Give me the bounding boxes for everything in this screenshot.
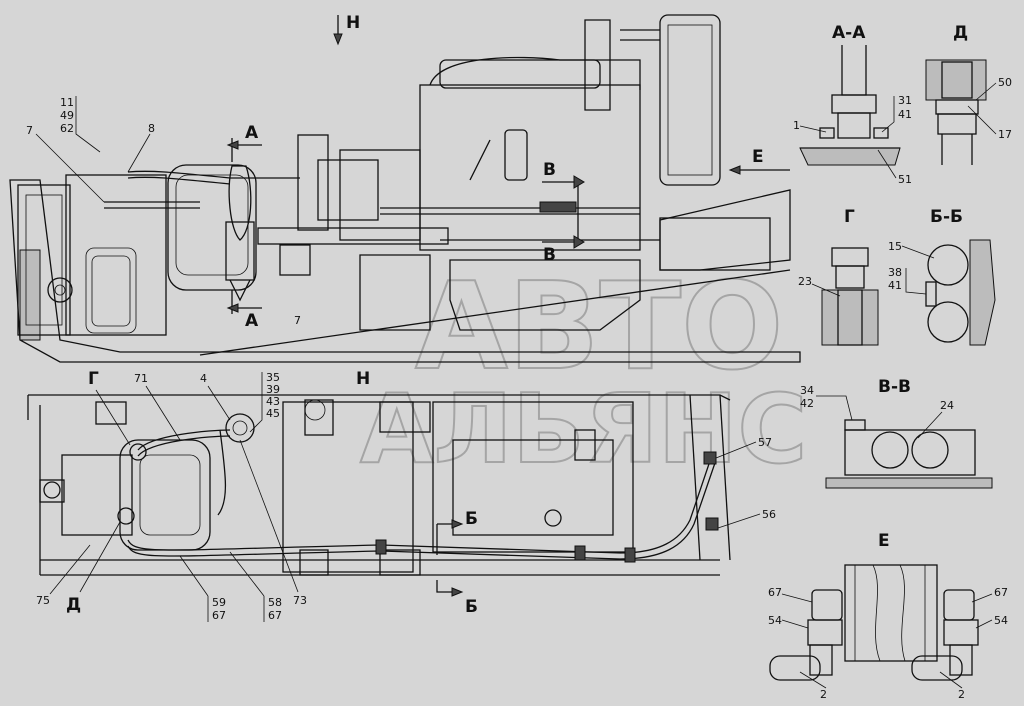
- section-marker-b-down: В: [542, 212, 585, 265]
- view-marker-d: Д: [66, 507, 135, 615]
- callout-e-2-left: 2: [820, 688, 827, 701]
- section-label-b-up: В: [543, 160, 556, 180]
- section-g: Г 23: [798, 207, 879, 346]
- view-arrow-h-bottom: Н: [356, 369, 370, 389]
- section-label-bb-down: Б: [465, 597, 478, 617]
- section-title-aa: А-А: [832, 23, 866, 43]
- callout-58: 58: [268, 596, 282, 609]
- watermark-line1: АВТО: [415, 258, 783, 397]
- callout-56: 56: [762, 508, 776, 521]
- plan-view: [27, 394, 731, 576]
- callout-bb-38: 38: [888, 266, 902, 279]
- callout-e-54-left: 54: [768, 614, 782, 627]
- view-label-h-top: Н: [346, 13, 360, 33]
- callout-59: 59: [212, 596, 226, 609]
- callouts-top: 11 49 62 7 8 7: [26, 96, 301, 327]
- callout-57: 57: [758, 436, 772, 449]
- callout-75: 75: [36, 594, 50, 607]
- view-label-e: Е: [752, 147, 764, 167]
- callout-71: 71: [134, 372, 148, 385]
- callout-43: 43: [266, 395, 280, 408]
- callout-39: 39: [266, 383, 280, 396]
- section-label-bb-up: Б: [465, 509, 478, 529]
- callout-45: 45: [266, 407, 280, 420]
- section-vv: В-В 34 42 24: [800, 377, 993, 489]
- section-d: Д 50 17: [925, 23, 1012, 165]
- callout-vv-34: 34: [800, 384, 814, 397]
- callout-62: 62: [60, 122, 74, 135]
- section-title-vv: В-В: [878, 377, 911, 397]
- callout-4: 4: [200, 372, 207, 385]
- callout-11: 11: [60, 96, 74, 109]
- callout-8: 8: [148, 122, 155, 135]
- callout-67a: 67: [212, 609, 226, 622]
- callout-e-54-right: 54: [994, 614, 1008, 627]
- callout-67b: 67: [268, 609, 282, 622]
- callout-vv-24: 24: [940, 399, 954, 412]
- callout-bb-41: 41: [888, 279, 902, 292]
- callout-aa-1: 1: [793, 119, 800, 132]
- section-label-a-up: А: [245, 123, 259, 143]
- callout-e-2-right: 2: [958, 688, 965, 701]
- callout-73: 73: [293, 594, 307, 607]
- section-marker-bb-up: Б: [436, 509, 478, 555]
- view-marker-g: Г: [88, 369, 147, 461]
- section-marker-a-down: А: [226, 290, 262, 331]
- callout-aa-41: 41: [898, 108, 912, 121]
- callout-49: 49: [60, 109, 74, 122]
- callout-vv-42: 42: [800, 397, 814, 410]
- section-label-b-down: В: [543, 245, 556, 265]
- section-aa: А-А 31 41 1 51: [793, 23, 912, 186]
- callout-d-17: 17: [998, 128, 1012, 141]
- callout-aa-31: 31: [898, 94, 912, 107]
- callout-35: 35: [266, 371, 280, 384]
- section-bb: Б-Б 15 38 41: [888, 207, 996, 346]
- view-label-h-bottom: Н: [356, 369, 370, 389]
- callout-aa-51: 51: [898, 173, 912, 186]
- view-label-d: Д: [66, 595, 81, 615]
- callout-d-50: 50: [998, 76, 1012, 89]
- section-e: Е 67 54 2 67 54 2: [768, 531, 1008, 701]
- section-title-g: Г: [844, 207, 855, 227]
- section-marker-b-up: В: [542, 160, 585, 212]
- callout-bb-15: 15: [888, 240, 902, 253]
- section-marker-bb-down: Б: [436, 580, 478, 617]
- callout-e-67-left: 67: [768, 586, 782, 599]
- callout-7b: 7: [294, 314, 301, 327]
- callout-7a: 7: [26, 124, 33, 137]
- section-label-a-down: А: [245, 311, 259, 331]
- callout-g-23: 23: [798, 275, 812, 288]
- section-title-d: Д: [953, 23, 968, 43]
- view-label-g: Г: [88, 369, 99, 389]
- section-marker-a-up: А: [226, 123, 262, 162]
- view-arrow-h-top: Н: [333, 13, 360, 46]
- view-arrow-e: Е: [728, 147, 790, 175]
- callouts-plan: 71 4 35 39 43 45 57 56 75 73 59 67 58 67: [36, 371, 776, 622]
- section-title-bb: Б-Б: [930, 207, 963, 227]
- side-view: [9, 14, 801, 363]
- watermark: АВТО АЛЬЯНС: [359, 257, 808, 486]
- callout-e-67-right: 67: [994, 586, 1008, 599]
- section-title-e: Е: [878, 531, 890, 551]
